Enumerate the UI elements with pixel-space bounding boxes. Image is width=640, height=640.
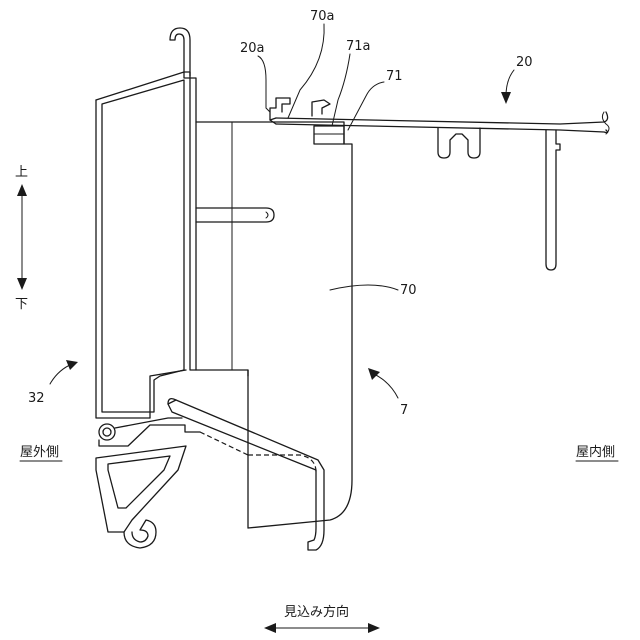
label-up: 上 [15, 165, 28, 180]
label-indoor-side: 屋内側 [576, 444, 615, 460]
leader-32 [50, 364, 72, 384]
panel-20 [270, 98, 609, 270]
label-viewing-direction: 見込み方向 [284, 604, 349, 620]
ref-32: 32 [28, 391, 45, 406]
leader-71 [348, 82, 384, 130]
arrowhead-32 [66, 360, 78, 370]
leader-70 [330, 285, 398, 290]
ref-71: 71 [386, 69, 403, 84]
leader-71a [332, 54, 350, 126]
leader-lines [50, 24, 514, 398]
horizontal-direction-arrow: 見込み方向 [264, 604, 380, 633]
arrowhead-20 [501, 92, 511, 104]
ref-20a: 20a [240, 41, 265, 56]
left-arrowhead [264, 623, 276, 633]
label-down: 下 [15, 297, 28, 312]
ref-70a: 70a [310, 9, 335, 24]
right-arrowhead [368, 623, 380, 633]
sash-member-70 [196, 122, 352, 528]
ref-20: 20 [516, 55, 533, 70]
ref-71a: 71a [346, 39, 371, 54]
ref-70: 70 [400, 283, 417, 298]
leader-20a [258, 56, 270, 112]
vertical-direction-arrow: 上 下 [15, 165, 28, 312]
leader-7 [374, 374, 398, 398]
label-outdoor-side: 屋外側 [20, 445, 59, 460]
up-arrowhead [17, 184, 27, 196]
frame-member-32 [96, 28, 324, 550]
ref-7: 7 [400, 403, 408, 418]
down-arrowhead [17, 278, 27, 290]
part-71 [314, 126, 344, 144]
leader-70a [288, 24, 324, 118]
arrowhead-7 [368, 368, 380, 380]
